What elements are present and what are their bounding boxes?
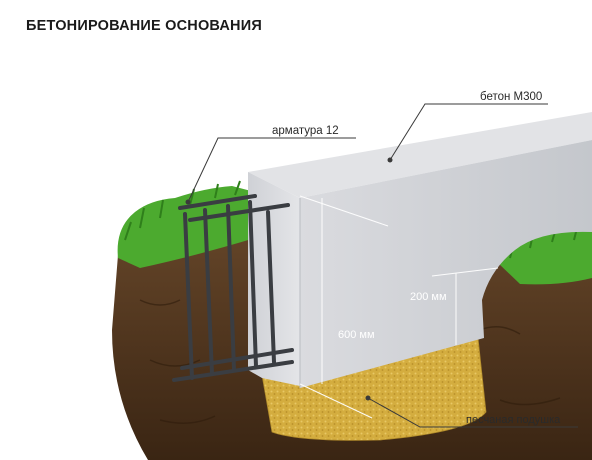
concrete-label: бетон М300 (480, 91, 542, 103)
concrete-top-face (248, 112, 592, 198)
rebar-cage (172, 194, 294, 382)
height-total-label: 600 мм (338, 329, 375, 341)
concrete-leader-dot (387, 157, 393, 163)
sand-label: песчаная подушка (466, 414, 561, 426)
soil-texture (139, 299, 561, 424)
concrete-front-face (248, 172, 300, 386)
height-above-label: 200 мм (410, 291, 447, 303)
dimension-lines (299, 195, 499, 419)
rebar-label: арматура 12 (272, 125, 339, 137)
leader-lines (187, 103, 578, 428)
page-title: БЕТОНИРОВАНИЕ ОСНОВАНИЯ (26, 18, 262, 34)
rebar-leader-dot (185, 199, 191, 205)
sand-leader-dot (365, 395, 371, 401)
grass-left-detail (124, 180, 241, 241)
concrete-side-face (300, 140, 592, 388)
sand-cushion (261, 337, 487, 441)
